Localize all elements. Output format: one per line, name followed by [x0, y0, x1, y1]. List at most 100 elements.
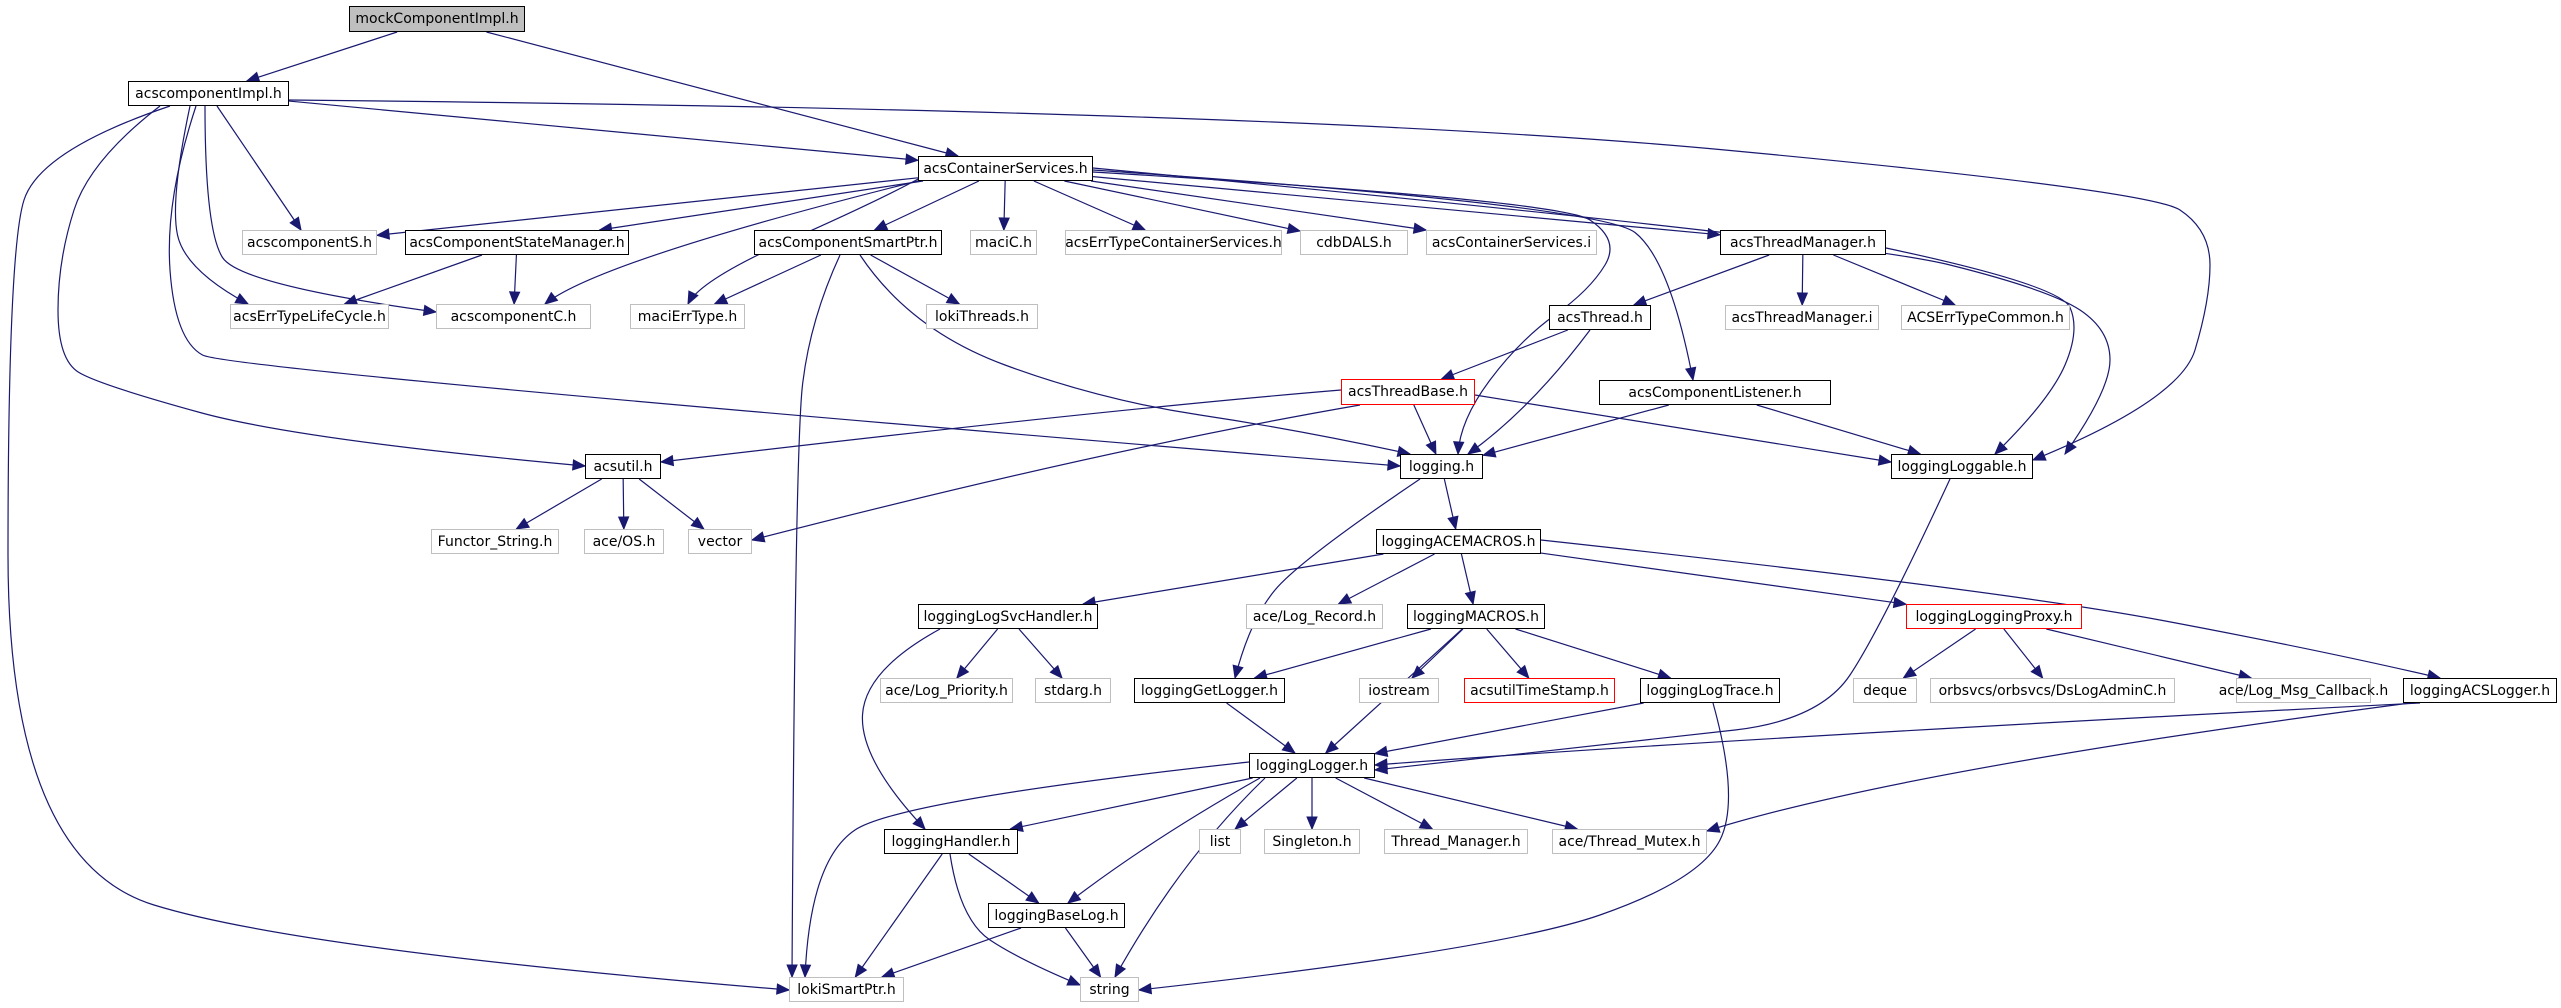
node-logging-acslogger[interactable]: loggingACSLogger.h — [2403, 678, 2557, 703]
node-iostream[interactable]: iostream — [1359, 678, 1439, 703]
node-acs-component-smart-ptr[interactable]: acsComponentSmartPtr.h — [754, 230, 942, 255]
arrowhead-icon — [713, 293, 729, 305]
node-ace-log-priority[interactable]: ace/Log_Priority.h — [880, 678, 1013, 703]
edge-loggingLogger-to-list — [1234, 777, 1298, 830]
arrowhead-icon — [776, 983, 791, 995]
arrowhead-icon — [289, 216, 302, 232]
edge-acsComponentSmartPtr-to-lokiThreads — [870, 254, 961, 305]
edge-acscomponentImpl-to-acscomponentC — [204, 105, 438, 316]
node-ace-os[interactable]: ace/OS.h — [584, 529, 664, 554]
node-label: ace/Log_Priority.h — [885, 682, 1008, 699]
node-acserr-type-common[interactable]: ACSErrTypeCommon.h — [1901, 305, 2070, 330]
edge-acsComponentListener-to-loggingLoggable — [1756, 404, 1922, 456]
arrowhead-icon — [1373, 758, 1388, 770]
node-logging-logging-proxy[interactable]: loggingLoggingProxy.h — [1906, 604, 2082, 629]
node-label: lokiSmartPtr.h — [797, 981, 896, 998]
arrowhead-icon — [1373, 745, 1389, 757]
edge-acsContainerServices-to-acscomponentC — [543, 177, 931, 305]
node-maci-err-type[interactable]: maciErrType.h — [630, 304, 745, 329]
node-acscomponent-c[interactable]: acscomponentC.h — [436, 304, 591, 329]
node-logging-log-trace[interactable]: loggingLogTrace.h — [1640, 678, 1780, 703]
edge-loggingMACROS-to-loggingLogTrace — [1515, 628, 1672, 680]
node-thread-manager[interactable]: Thread_Manager.h — [1384, 829, 1528, 854]
node-acs-container-services[interactable]: acsContainerServices.h — [918, 156, 1093, 181]
edge-acscomponentImpl-to-loggingLoggable — [288, 99, 2211, 461]
node-ace-log-msg-callback[interactable]: ace/Log_Msg_Callback.h — [2219, 678, 2388, 703]
arrowhead-icon — [1306, 816, 1318, 831]
node-label: acscomponentS.h — [247, 234, 372, 251]
node-acs-thread[interactable]: acsThread.h — [1549, 305, 1651, 330]
node-logging[interactable]: logging.h — [1400, 454, 1483, 479]
edge-acscomponentImpl-to-lokiSmartPtr — [7, 105, 791, 995]
edge-acsContainerServices-to-acsComponentListener — [1092, 169, 1697, 382]
node-acs-component-state-manager[interactable]: acsComponentStateManager.h — [405, 230, 629, 255]
edge-loggingHandler-to-lokiSmartPtr — [854, 853, 943, 979]
node-label: acsContainerServices.h — [923, 160, 1088, 177]
arrowhead-icon — [1281, 740, 1296, 754]
arrowhead-icon — [659, 454, 675, 467]
arrowhead-icon — [873, 219, 889, 231]
arrowhead-icon — [572, 459, 587, 471]
node-stdarg[interactable]: stdarg.h — [1035, 678, 1111, 703]
node-logging-log-svc-handler[interactable]: loggingLogSvcHandler.h — [918, 604, 1098, 629]
edge-loggingLoggingProxy-to-aceLogMsgCallback — [2046, 628, 2253, 681]
arrowhead-icon — [2030, 664, 2044, 680]
node-acsutil-time-stamp[interactable]: acsutilTimeStamp.h — [1464, 678, 1615, 703]
node-string[interactable]: string — [1080, 977, 1139, 1002]
node-list[interactable]: list — [1199, 829, 1241, 854]
edge-acscomponentImpl-to-acsutil — [57, 105, 587, 471]
node-ds-log-admin-c[interactable]: orbsvcs/orbsvcs/DsLogAdminC.h — [1930, 678, 2175, 703]
edge-loggingACEMACROS-to-loggingLoggingProxy — [1540, 552, 1908, 609]
node-acs-err-type-life-cycle[interactable]: acsErrTypeLifeCycle.h — [230, 304, 389, 329]
node-cdb-dals[interactable]: cdbDALS.h — [1300, 230, 1408, 255]
node-acsutil[interactable]: acsutil.h — [585, 454, 661, 479]
node-loki-smart-ptr[interactable]: lokiSmartPtr.h — [789, 977, 904, 1002]
node-label: loggingLoggingProxy.h — [1915, 608, 2073, 625]
node-functor-string[interactable]: Functor_String.h — [431, 529, 559, 554]
node-logging-macros[interactable]: loggingMACROS.h — [1407, 604, 1545, 629]
node-logging-acemacros[interactable]: loggingACEMACROS.h — [1376, 529, 1541, 554]
edge-acsContainerServices-to-cdbDALS — [1064, 180, 1302, 235]
edge-loggingACSLogger-to-loggingLogger — [1373, 702, 2421, 770]
node-label: maciErrType.h — [637, 308, 738, 325]
arrowhead-icon — [854, 963, 868, 979]
node-acs-thread-manager[interactable]: acsThreadManager.h — [1720, 230, 1886, 255]
node-ace-log-record[interactable]: ace/Log_Record.h — [1246, 604, 1383, 629]
node-logging-get-logger[interactable]: loggingGetLogger.h — [1134, 678, 1285, 703]
edge-loggingLogger-to-loggingHandler — [1009, 777, 1253, 833]
node-acs-container-services-i[interactable]: acsContainerServices.i — [1426, 230, 1597, 255]
node-maci-c[interactable]: maciC.h — [970, 230, 1037, 255]
node-acscomponent-s[interactable]: acscomponentS.h — [242, 230, 377, 255]
arrowhead-icon — [1684, 366, 1697, 382]
node-label: loggingHandler.h — [891, 833, 1011, 850]
node-acs-thread-base[interactable]: acsThreadBase.h — [1341, 379, 1475, 405]
edge-acsutil-to-aceOS — [617, 478, 630, 531]
arrowhead-icon — [1994, 441, 2008, 455]
edge-logging-to-loggingACEMACROS — [1443, 478, 1459, 531]
node-logging-loggable[interactable]: loggingLoggable.h — [1891, 454, 2033, 479]
edge-acsThread-to-acsThreadBase — [1440, 329, 1569, 380]
node-acs-err-type-container-services[interactable]: acsErrTypeContainerServices.h — [1065, 230, 1282, 255]
node-logging-base-log[interactable]: loggingBaseLog.h — [988, 903, 1125, 928]
node-ace-thread-mutex[interactable]: ace/Thread_Mutex.h — [1552, 829, 1707, 854]
node-label: acsComponentListener.h — [1628, 384, 1802, 401]
node-singleton[interactable]: Singleton.h — [1264, 829, 1360, 854]
node-label: ace/OS.h — [592, 533, 656, 550]
node-loki-threads[interactable]: lokiThreads.h — [926, 304, 1038, 329]
edge-loggingMACROS-to-iostream — [1411, 628, 1464, 679]
node-acscomponent-impl[interactable]: acscomponentImpl.h — [128, 81, 289, 106]
arrowhead-icon — [1705, 821, 1721, 833]
node-deque[interactable]: deque — [1853, 678, 1917, 703]
node-acs-component-listener[interactable]: acsComponentListener.h — [1599, 380, 1831, 405]
arrowhead-icon — [1324, 740, 1339, 754]
arrowhead-icon — [543, 291, 559, 305]
node-label: Thread_Manager.h — [1391, 833, 1521, 850]
node-logging-handler[interactable]: loggingHandler.h — [884, 829, 1018, 854]
arrowhead-icon — [786, 964, 798, 979]
node-vector[interactable]: vector — [688, 529, 752, 554]
edge-acsutil-to-FunctorString — [515, 478, 602, 530]
edge-mockComponentImpl-to-acsContainerServices — [486, 31, 960, 159]
node-acs-thread-manager-i[interactable]: acsThreadManager.i — [1725, 305, 1879, 330]
node-logging-logger[interactable]: loggingLogger.h — [1249, 753, 1375, 778]
node-label: loggingACSLogger.h — [2409, 682, 2551, 699]
